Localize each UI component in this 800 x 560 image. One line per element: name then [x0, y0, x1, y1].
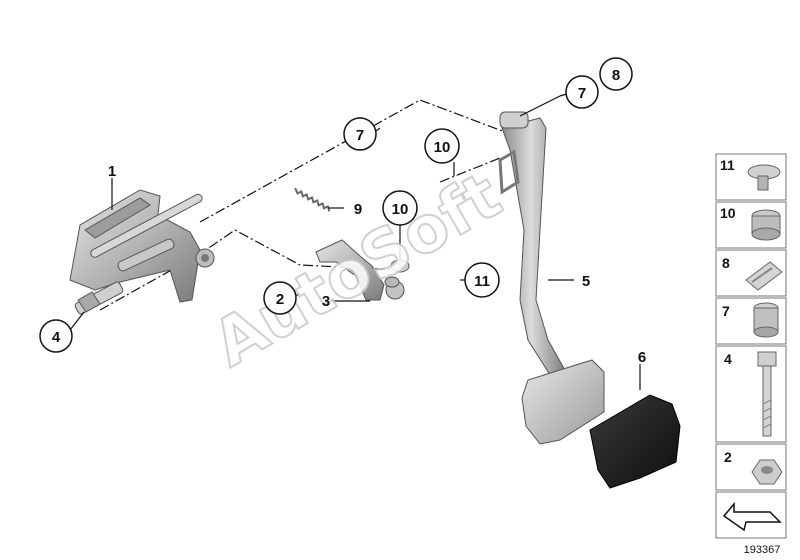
hex-bolt-icon [757, 351, 777, 437]
sidebar-item-label: 8 [722, 255, 730, 271]
callout-label: 3 [322, 293, 330, 310]
callout-3: 3 [322, 293, 330, 310]
sidebar-item-8[interactable]: 8 [715, 249, 787, 297]
callout-label: 9 [354, 201, 362, 218]
callout-10-upper: 10 [424, 128, 460, 164]
callout-5: 5 [582, 273, 590, 290]
bolt-assembly [74, 281, 124, 315]
spring-clip-icon [745, 261, 783, 291]
callout-1: 1 [108, 163, 116, 180]
cap-clip-icon [747, 164, 781, 191]
callout-label: 7 [578, 85, 586, 102]
bushing-icon [751, 209, 781, 241]
callout-label: 10 [434, 139, 451, 156]
callout-label: 10 [392, 201, 409, 218]
sidebar-item-4[interactable]: 4 [715, 345, 787, 443]
sidebar-item-11[interactable]: 11 [715, 153, 787, 201]
callout-label: 6 [638, 349, 646, 366]
pedal-arm [498, 111, 567, 379]
return-spring [294, 187, 331, 212]
callout-9: 9 [354, 201, 362, 218]
diagram-reference-number: 193367 [744, 544, 781, 556]
callout-4: 4 [39, 319, 73, 353]
callout-label: 1 [108, 163, 116, 180]
pedal-pad [521, 359, 605, 445]
pedal-pad-cover [589, 394, 681, 489]
callout-2: 2 [263, 281, 297, 315]
sidebar-item-label: 4 [724, 351, 732, 367]
callout-label: 11 [474, 273, 490, 290]
callout-6: 6 [638, 349, 646, 366]
callout-7-left: 7 [343, 117, 377, 151]
sleeve-icon [753, 302, 779, 338]
callout-label: 2 [276, 291, 284, 308]
watermark: AutoSoft [201, 159, 514, 382]
navigation-arrow-icon [722, 501, 782, 532]
sidebar-item-label: 10 [720, 205, 736, 221]
parts-sidebar: 11 10 8 7 [715, 153, 787, 539]
callout-label: 4 [52, 329, 61, 346]
pedal-bracket [69, 189, 215, 303]
sidebar-item-label: 7 [722, 303, 730, 319]
sidebar-item-label: 2 [724, 449, 732, 465]
sidebar-item-7[interactable]: 7 [715, 297, 787, 345]
sidebar-item-2[interactable]: 2 [715, 443, 787, 491]
callout-11: 11 [464, 262, 500, 298]
sidebar-item-label: 11 [720, 157, 735, 173]
hex-nut-icon [751, 459, 783, 485]
callout-10-lower: 10 [382, 190, 418, 226]
callout-8: 8 [599, 57, 633, 91]
sidebar-item-10[interactable]: 10 [715, 201, 787, 249]
callout-label: 5 [582, 273, 590, 290]
callout-7-right: 7 [565, 75, 599, 109]
callout-label: 8 [612, 67, 620, 84]
callout-label: 7 [356, 127, 364, 144]
assembly-lines [99, 99, 506, 311]
navigation-arrow-button[interactable] [715, 491, 787, 539]
